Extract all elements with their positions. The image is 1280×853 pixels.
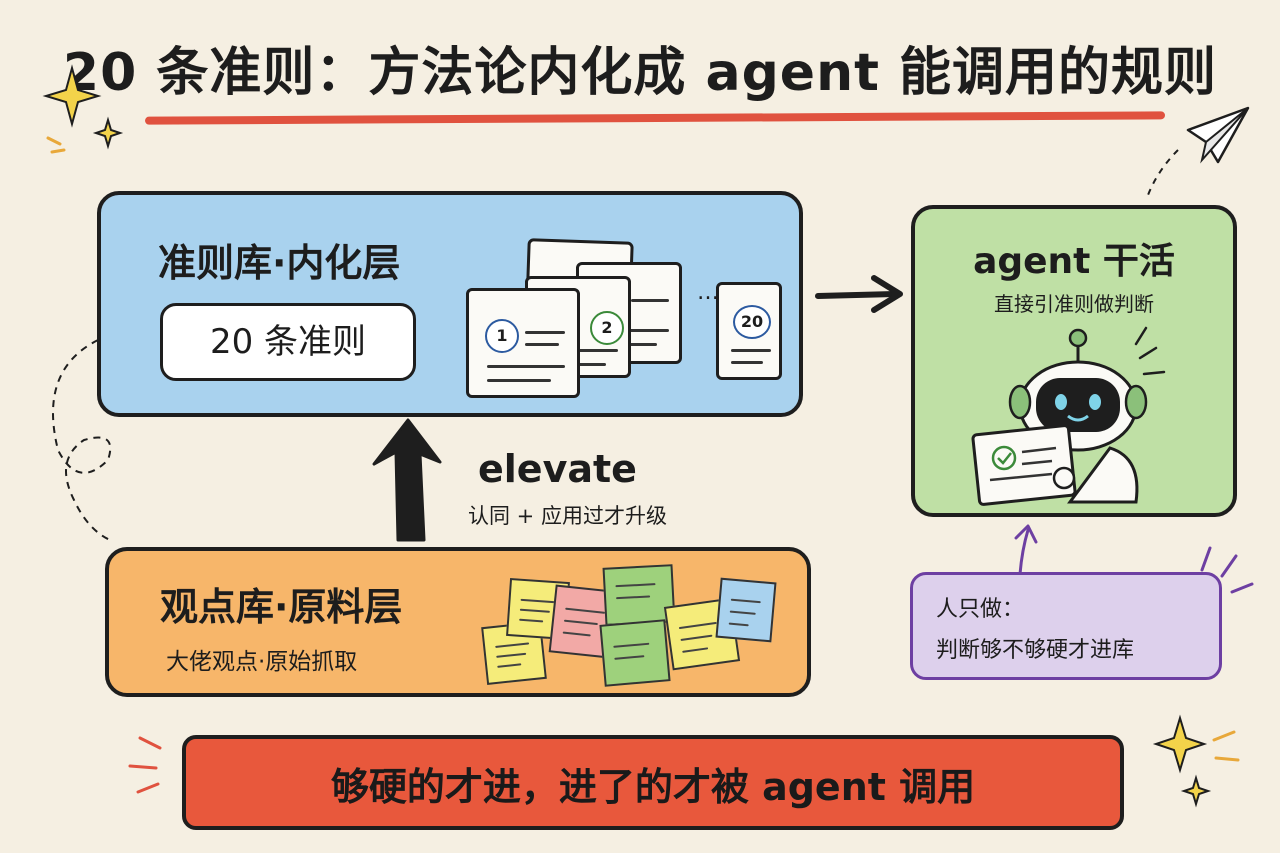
sparkle-icon [42, 64, 124, 154]
sticky-note [715, 577, 777, 643]
elevate-subtitle: 认同 + 应用过才升级 [468, 504, 667, 528]
paper-plane-icon [1147, 106, 1250, 196]
human-note-line1: 人只做： [936, 597, 1025, 622]
elevate-arrow-icon [372, 418, 442, 542]
emphasis-marks-icon [128, 736, 162, 794]
sticky-note [599, 619, 671, 687]
guideline-card-1: 1 [466, 288, 580, 398]
arrow-up-icon [1014, 524, 1038, 576]
sparkle-icon [1152, 714, 1240, 808]
cards-ellipsis: … [697, 280, 719, 305]
human-note-line2: 判断够不够硬才进库 [936, 638, 1135, 663]
dashed-loop-icon [52, 339, 112, 541]
guideline-count-pill: 20 条准则 [160, 303, 416, 381]
arrow-right-icon [815, 275, 903, 313]
summary-banner-text: 够硬的才进，进了的才被 agent 调用 [330, 765, 976, 809]
guideline-layer-title: 准则库·内化层 [158, 241, 401, 285]
viewpoint-layer-title: 观点库·原料层 [160, 585, 403, 629]
title-underline [144, 111, 1166, 125]
agent-panel-title: agent 干活 [973, 241, 1175, 282]
guideline-card-20: 20 [716, 282, 782, 380]
elevate-label: elevate [478, 447, 637, 491]
robot-icon [971, 326, 1166, 506]
agent-panel-subtitle: 直接引准则做判断 [994, 292, 1154, 316]
summary-banner [182, 735, 1124, 830]
emphasis-marks-icon [1200, 546, 1254, 594]
human-note-panel [910, 572, 1222, 680]
page-title: 20 条准则：方法论内化成 agent 能调用的规则 [62, 43, 1218, 103]
viewpoint-layer-subtitle: 大佬观点·原始抓取 [166, 649, 358, 675]
